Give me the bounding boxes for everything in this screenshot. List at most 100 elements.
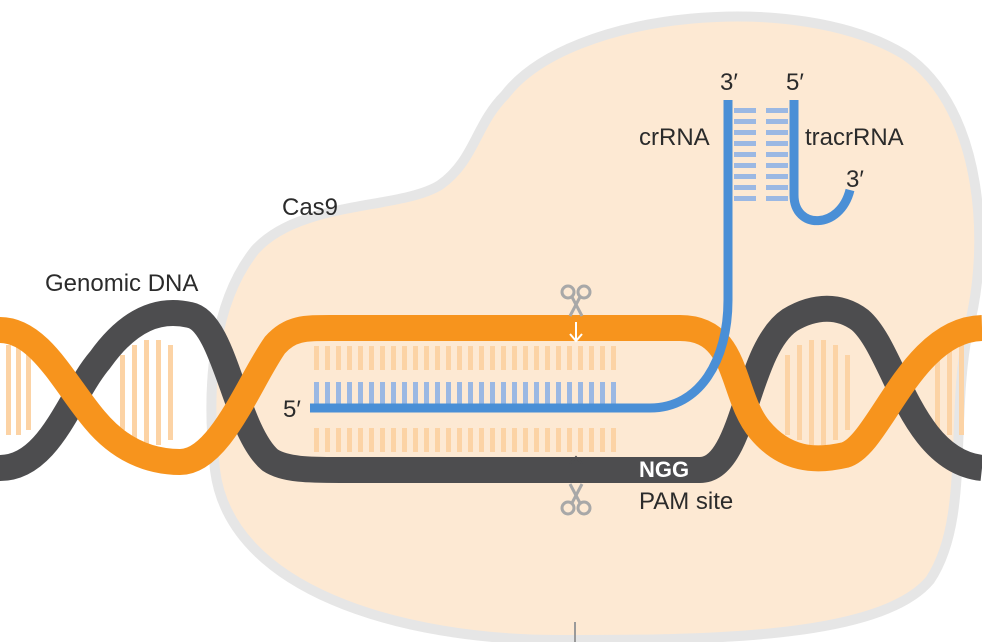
dna-rung — [336, 346, 341, 370]
tracrrna-3prime-label: 3′ — [846, 166, 864, 193]
dna-rung — [369, 346, 374, 370]
rna-rung — [325, 382, 330, 404]
hairpin-rung — [766, 174, 788, 179]
rna-rung — [490, 382, 495, 404]
tracrrna-5prime-label: 5′ — [786, 69, 804, 96]
genomic-dna-label: Genomic DNA — [45, 270, 199, 297]
dna-rung — [567, 346, 572, 370]
non-target-dna-rungs-bottom — [314, 428, 616, 452]
hairpin-rung — [734, 141, 756, 146]
hairpin-rung — [734, 130, 756, 135]
dna-rung — [490, 346, 495, 370]
crrna-3prime-label: 3′ — [720, 69, 738, 96]
left-helix-rungs — [6, 340, 173, 445]
dna-rung — [413, 346, 418, 370]
dna-rung — [534, 346, 539, 370]
dna-rung — [380, 428, 385, 452]
dna-rung — [457, 346, 462, 370]
dna-rung — [446, 346, 451, 370]
scissors-icon — [560, 284, 592, 317]
dna-rung — [468, 346, 473, 370]
hairpin-rung — [734, 163, 756, 168]
tracrrna-label: tracrRNA — [805, 124, 904, 151]
dna-rung — [358, 346, 363, 370]
dna-strand-gray — [0, 295, 982, 483]
dna-rung — [600, 346, 605, 370]
dna-rung — [534, 428, 539, 452]
dna-rung — [578, 346, 583, 370]
dna-rung — [589, 346, 594, 370]
guide-5prime-label: 5′ — [283, 396, 301, 423]
dna-rung — [336, 428, 341, 452]
hairpin-rung — [766, 130, 788, 135]
target-dna-rungs-top — [314, 346, 616, 370]
cas9-label: Cas9 — [282, 194, 339, 221]
dna-rung — [347, 428, 352, 452]
rna-rung — [567, 382, 572, 404]
rna-rung — [545, 382, 550, 404]
hairpin-rung — [766, 119, 788, 124]
rna-rung — [578, 382, 583, 404]
rna-rung — [358, 382, 363, 404]
dna-rung — [369, 428, 374, 452]
rna-rung — [402, 382, 407, 404]
hairpin-rung — [766, 163, 788, 168]
dna-rung — [567, 428, 572, 452]
right-helix-rungs — [785, 340, 964, 445]
hairpin-rung — [734, 119, 756, 124]
rna-rung — [600, 382, 605, 404]
scissors-icon — [560, 483, 592, 516]
rna-rung — [589, 382, 594, 404]
dna-rung — [424, 346, 429, 370]
dna-rung — [512, 346, 517, 370]
arrow-down-icon — [569, 322, 583, 343]
rna-rung — [413, 382, 418, 404]
arrow-up-icon — [569, 455, 583, 476]
dna-rung — [523, 346, 528, 370]
hairpin-rung — [734, 174, 756, 179]
rna-rung — [611, 382, 616, 404]
tracrrna-strand — [789, 100, 855, 226]
dna-rung — [512, 428, 517, 452]
rna-rung — [391, 382, 396, 404]
dna-rung — [556, 428, 561, 452]
pam-site-label: PAM site — [639, 488, 734, 515]
dna-rung — [435, 428, 440, 452]
dna-rung — [435, 346, 440, 370]
dna-rung — [380, 346, 385, 370]
dna-rung — [490, 428, 495, 452]
rna-rung — [347, 382, 352, 404]
rna-rung — [369, 382, 374, 404]
dna-rung — [501, 428, 506, 452]
hairpin-rung — [734, 196, 756, 201]
dna-rung — [314, 428, 319, 452]
dna-rung — [589, 428, 594, 452]
rna-rung — [314, 382, 319, 404]
dna-rung — [358, 428, 363, 452]
dna-strand-orange — [0, 315, 982, 476]
rna-rung — [457, 382, 462, 404]
dna-rung — [479, 346, 484, 370]
hairpin-rung — [766, 152, 788, 157]
dna-rung — [501, 346, 506, 370]
dna-rung — [468, 428, 473, 452]
rna-rung — [468, 382, 473, 404]
dna-rung — [523, 428, 528, 452]
hairpin-rung — [766, 185, 788, 190]
dna-rung — [611, 428, 616, 452]
dna-rung — [545, 346, 550, 370]
dna-rung — [314, 346, 319, 370]
crrna-tracrrna-rungs — [734, 108, 788, 201]
rna-rung — [336, 382, 341, 404]
rna-rung — [534, 382, 539, 404]
rna-rung — [501, 382, 506, 404]
hairpin-rung — [766, 196, 788, 201]
guide-rna-rungs — [314, 382, 616, 404]
hairpin-rung — [766, 141, 788, 146]
dna-rung — [578, 428, 583, 452]
dna-rung — [545, 428, 550, 452]
rna-rung — [512, 382, 517, 404]
dna-rung — [347, 346, 352, 370]
dna-rung — [457, 428, 462, 452]
